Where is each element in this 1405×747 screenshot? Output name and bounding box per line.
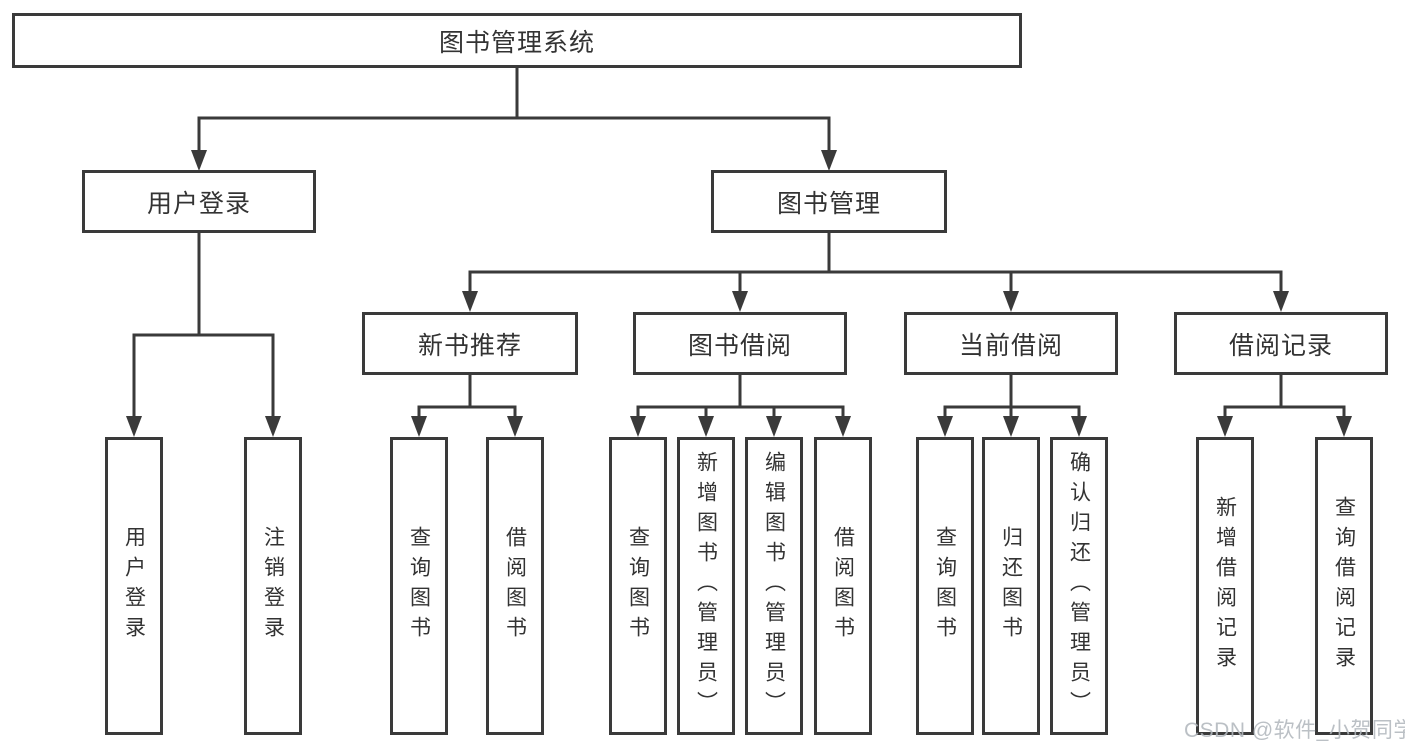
node-user-login-label: 用户登录 [146, 189, 251, 218]
leaf-query-books-borrow: 查询图书 [609, 437, 667, 735]
arrowheads [126, 150, 1352, 437]
leaf-add-book-admin-label: 新增图书（管理员） [694, 451, 718, 721]
node-new-book-recommend-label: 新书推荐 [417, 331, 522, 360]
csdn-watermark: CSDN @软件_小贺同学 [1184, 719, 1405, 742]
leaf-edit-book-admin-label: 编辑图书（管理员） [762, 451, 786, 721]
connector-book-borrow-to-leaves [636, 373, 845, 421]
node-root: 图书管理系统 [12, 13, 1022, 68]
leaf-logout: 注销登录 [244, 437, 302, 735]
leaf-user-login: 用户登录 [105, 437, 163, 735]
leaf-return-books-label: 归还图书 [999, 526, 1023, 646]
connector-borrow-records-to-leaves [1223, 373, 1346, 421]
leaf-query-books-recommend: 查询图书 [390, 437, 448, 735]
leaf-add-borrow-record-label: 新增借阅记录 [1213, 496, 1237, 676]
leaf-edit-book-admin: 编辑图书（管理员） [745, 437, 803, 735]
node-root-label: 图书管理系统 [438, 28, 595, 57]
leaf-return-books: 归还图书 [982, 437, 1040, 735]
node-current-borrow-label: 当前借阅 [958, 331, 1063, 360]
leaf-borrow-books-label: 借阅图书 [831, 526, 855, 646]
node-book-management-label: 图书管理 [776, 189, 881, 218]
connector-current-borrow-to-leaves [943, 373, 1081, 421]
node-book-borrow-label: 图书借阅 [687, 331, 792, 360]
connector-new-book-recommend-to-leaves [417, 373, 517, 421]
leaf-query-books-current-label: 查询图书 [933, 526, 957, 646]
leaf-add-book-admin: 新增图书（管理员） [677, 437, 735, 735]
leaf-borrow-books: 借阅图书 [814, 437, 872, 735]
node-user-login: 用户登录 [82, 170, 316, 233]
node-new-book-recommend: 新书推荐 [362, 312, 578, 375]
connector-book-management-to-level3 [468, 231, 1283, 296]
node-book-management: 图书管理 [711, 170, 947, 233]
node-current-borrow: 当前借阅 [904, 312, 1118, 375]
leaf-query-books-borrow-label: 查询图书 [626, 526, 650, 646]
leaf-query-books-current: 查询图书 [916, 437, 974, 735]
leaf-logout-label: 注销登录 [261, 526, 285, 646]
leaf-user-login-label: 用户登录 [122, 526, 146, 646]
node-borrow-records-label: 借阅记录 [1228, 331, 1333, 360]
leaf-borrow-books-recommend-label: 借阅图书 [503, 526, 527, 646]
connector-user-login-to-leaves [132, 231, 275, 421]
leaf-confirm-return-admin-label: 确认归还（管理员） [1067, 451, 1091, 721]
connector-root-to-level2 [197, 66, 831, 154]
node-borrow-records: 借阅记录 [1174, 312, 1388, 375]
leaf-query-borrow-record-label: 查询借阅记录 [1332, 496, 1356, 676]
leaf-query-books-recommend-label: 查询图书 [407, 526, 431, 646]
leaf-add-borrow-record: 新增借阅记录 [1196, 437, 1254, 735]
node-book-borrow: 图书借阅 [633, 312, 847, 375]
leaf-confirm-return-admin: 确认归还（管理员） [1050, 437, 1108, 735]
leaf-query-borrow-record: 查询借阅记录 [1315, 437, 1373, 735]
leaf-borrow-books-recommend: 借阅图书 [486, 437, 544, 735]
